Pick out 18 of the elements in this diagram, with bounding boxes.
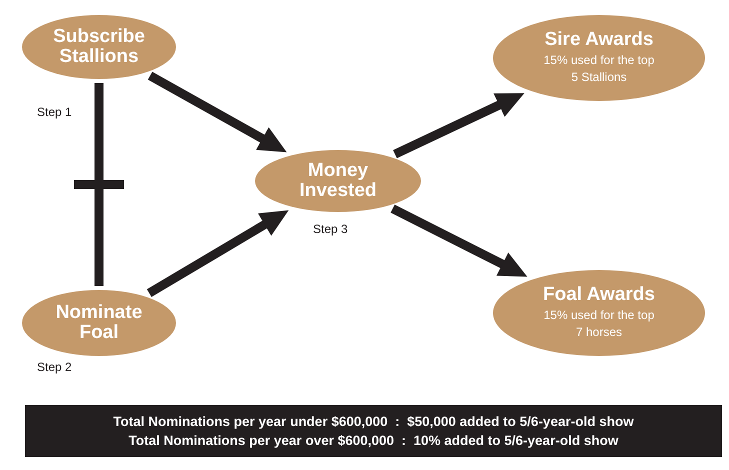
- note-bar: [25, 405, 722, 457]
- node-title: Nominate Foal: [54, 303, 144, 343]
- node-description: 15% used for the top 7 horses: [543, 307, 655, 341]
- node-description: 15% used for the top 5 Stallions: [543, 52, 655, 86]
- node-title: Sire Awards: [544, 30, 654, 50]
- note-text: Total Nominations per year over $600,000 : 10% added to 5/6-year-old show: [128, 432, 618, 450]
- step-label: Step 2: [37, 359, 72, 376]
- note-text: Total Nominations per year under $600,000 : $50,000 added to 5/6-year-old show: [113, 413, 634, 431]
- arrow: [148, 72, 287, 152]
- step-label: Step 1: [37, 104, 72, 121]
- arrow: [393, 93, 524, 158]
- node-title: Subscribe Stallions: [52, 27, 146, 67]
- connector-line: [94, 83, 104, 286]
- node-title: Money Invested: [298, 161, 378, 201]
- node-title: Foal Awards: [542, 285, 656, 305]
- arrow: [146, 210, 289, 298]
- step-label: Step 3: [313, 221, 348, 238]
- arrow: [390, 204, 528, 277]
